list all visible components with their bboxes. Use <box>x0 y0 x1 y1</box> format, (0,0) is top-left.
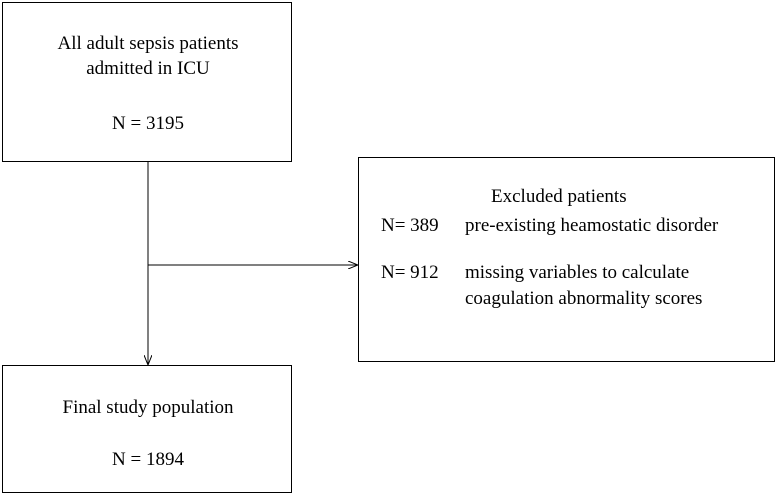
excluded-reason-2-line1: missing variables to calculate <box>465 262 690 283</box>
all-patients-label-line2: admitted in ICU <box>86 58 210 79</box>
final-population-title: Final study population <box>62 397 234 418</box>
final-population-count: N = 1894 <box>112 449 184 470</box>
all-patients-box: All adult sepsis patients admitted in IC… <box>2 2 292 162</box>
excluded-reason-1: pre-existing heamostatic disorder <box>465 215 719 236</box>
all-patients-count: N = 3195 <box>112 113 184 134</box>
excluded-title: Excluded patients <box>491 186 627 207</box>
excluded-reason-2-line2: coagulation abnormality scores <box>465 288 703 309</box>
excluded-count-1: N= 389 <box>381 215 439 236</box>
all-patients-label-line1: All adult sepsis patients <box>57 33 239 54</box>
excluded-patients-box: Excluded patients N= 389 pre-existing he… <box>358 157 775 362</box>
excluded-count-2: N= 912 <box>381 262 439 283</box>
final-population-box: Final study population N = 1894 <box>2 365 292 493</box>
